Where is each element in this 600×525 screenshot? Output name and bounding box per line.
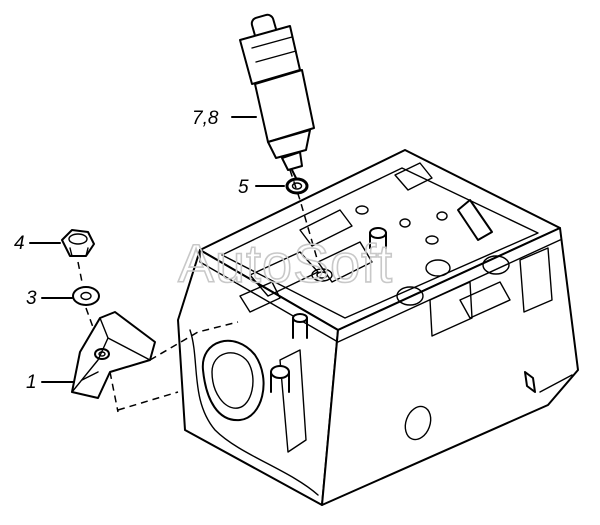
callout-7-8: 7,8 (192, 108, 257, 129)
callout-label-5: 5 (238, 177, 249, 198)
callout-label-1: 1 (26, 372, 37, 393)
injector-clamp (71, 311, 156, 399)
watermark-text: AutoSoft (178, 234, 393, 294)
nut (61, 229, 95, 257)
callout-label-4: 4 (14, 233, 25, 254)
callout-1: 1 (26, 372, 75, 393)
callout-label-7-8: 7,8 (192, 108, 219, 129)
callout-4: 4 (14, 233, 61, 254)
assembly-lines (77, 169, 319, 413)
callout-5: 5 (238, 177, 285, 198)
injector (239, 13, 315, 179)
sealing-washer (285, 177, 309, 195)
callout-3: 3 (26, 288, 73, 309)
washer (72, 286, 100, 306)
cylinder-head (177, 149, 579, 506)
callout-label-3: 3 (26, 288, 37, 309)
